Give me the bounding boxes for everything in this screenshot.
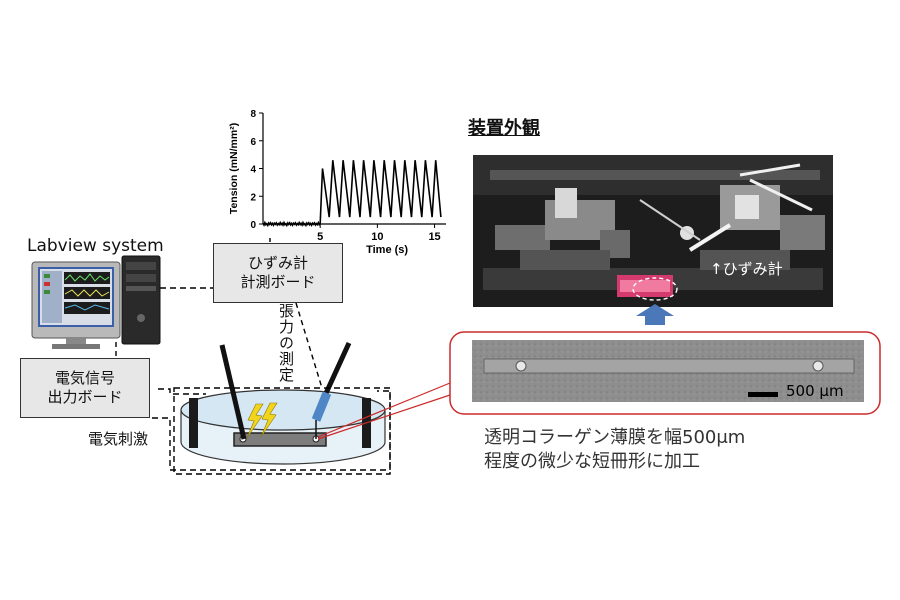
scale-bar [748,392,778,397]
y-tick-label: 6 [250,137,256,148]
apparatus-title: 装置外観 [468,118,540,139]
x-tick-label: 10 [371,231,383,243]
micrograph-image [472,340,864,402]
y-tick-label: 2 [250,192,256,203]
signal-board-line2: 出力ボード [47,388,123,406]
apparatus-photo [473,155,833,307]
strain-board-line2: 計測ボード [240,273,316,291]
strain-gauge-board: ひずみ計 計測ボード [213,243,343,303]
wiring-lines [115,238,391,471]
chart-y-label: Tension (mN/mm²) [228,123,240,214]
stimulus-bolts [246,402,278,439]
chart-x-ticks: 5 10 15 [317,224,441,243]
sample-highlight [632,277,678,301]
x-tick-label: 15 [428,231,440,243]
y-tick-label: 0 [250,220,256,231]
strain-board-line1: ひずみ計 [247,254,308,272]
caption-line1: 透明コラーゲン薄膜を幅500μm [484,427,746,448]
tension-chart: 0 2 4 6 8 5 10 15 Tension (mN/mm²) Time (s) [228,109,446,256]
computer-illustration [31,255,161,349]
stimulation-label: 電気刺激 [88,430,149,448]
labview-label: Labview system [27,236,164,256]
callout-lines [317,382,451,440]
signal-board-line1: 電気信号 [54,369,115,387]
signal-output-board: 電気信号 出力ボード [20,358,150,418]
caption-line2: 程度の微少な短冊形に加工 [484,451,700,472]
y-tick-label: 8 [250,109,256,120]
y-tick-label: 4 [250,165,256,176]
chart-y-ticks: 0 2 4 6 8 [250,109,263,231]
strain-gauge-tag: ↑ひずみ計 [710,260,783,278]
stimulation-region [173,387,391,475]
caption: 透明コラーゲン薄膜を幅500μm 程度の微少な短冊形に加工 [484,426,745,474]
x-tick-label: 5 [317,231,323,243]
up-arrow [636,304,674,325]
tension-trace [262,160,442,228]
scale-bar-label: 500 μm [786,382,844,400]
chart-x-label: Time (s) [366,244,408,256]
tension-measure-label: 張力の測定 [277,303,295,383]
